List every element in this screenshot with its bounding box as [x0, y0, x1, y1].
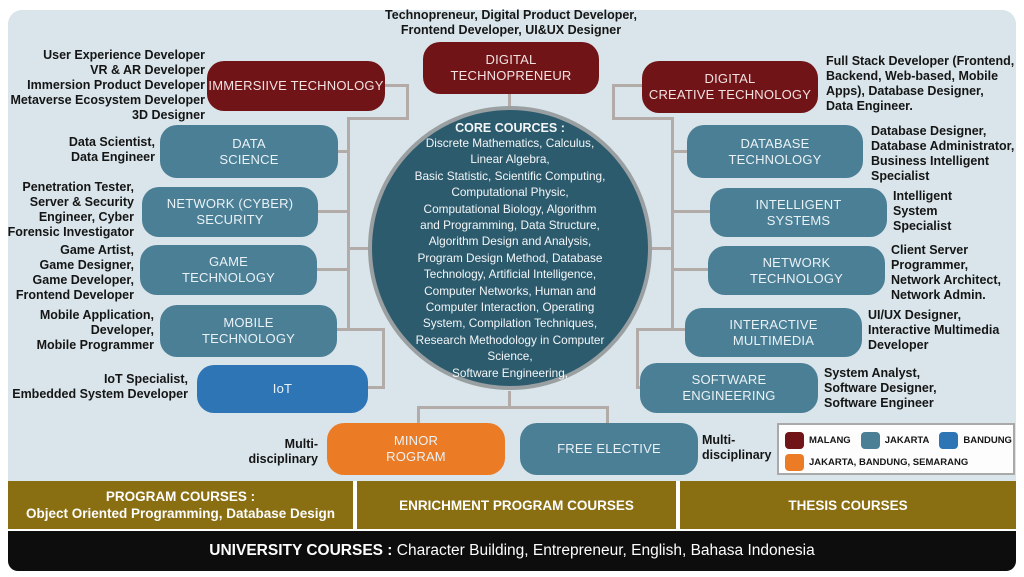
node-free-elective: FREE ELECTIVE [520, 423, 698, 475]
roles-network-cyber-security: Penetration Tester, Server & Security En… [7, 180, 134, 239]
campus-legend: MALANG JAKARTA BANDUNG JAKARTA, BANDUNG,… [777, 423, 1015, 475]
node-iot: IoT [197, 365, 368, 413]
node-software-engineering: SOFTWARE ENGINEERING [640, 363, 818, 413]
connector-line [671, 150, 688, 153]
roles-intelligent-systems: Intelligent System Specialist [893, 189, 953, 233]
enrichment-program-courses-label: ENRICHMENT PROGRAM COURSES [399, 497, 634, 513]
connector-line [417, 406, 609, 409]
node-immersive-technology: IMMERSIIVE TECHNOLOGY [207, 61, 385, 111]
connector-line [671, 268, 709, 271]
connector-line [335, 328, 385, 331]
label-multidisciplinary-left: Multi- disciplinary [248, 437, 318, 466]
connector-line [382, 328, 385, 389]
roles-data-science: Data Scientist, Data Engineer [68, 135, 155, 164]
connector-line [347, 117, 350, 331]
university-courses-title: UNIVERSITY COURSES : [209, 542, 393, 559]
connector-line [336, 150, 350, 153]
university-courses-bar: UNIVERSITY COURSES : Character Building,… [8, 531, 1016, 571]
node-data-science: DATA SCIENCE [160, 125, 338, 178]
legend-swatch-jakarta-bandung-semarang [785, 453, 804, 471]
legend-item-jakarta: JAKARTA [860, 431, 930, 449]
roles-digital-creative-technology: Full Stack Developer (Frontend, Backend,… [826, 54, 1015, 113]
node-minor-program: MINOR ROGRAM [327, 423, 505, 475]
legend-label-malang: MALANG [809, 434, 851, 446]
connector-line [671, 210, 711, 213]
roles-game-technology: Game Artist, Game Designer, Game Develop… [15, 243, 134, 302]
legend-label-bandung: BANDUNG [963, 434, 1012, 446]
university-courses-body: Character Building, Entrepreneur, Englis… [396, 542, 815, 559]
connector-line [636, 328, 639, 389]
connector-line [636, 328, 686, 331]
legend-swatch-jakarta [860, 431, 880, 449]
node-network-technology: NETWORK TECHNOLOGY [708, 246, 885, 295]
connector-line [406, 84, 409, 120]
node-intelligent-systems: INTELLIGENT SYSTEMS [710, 188, 887, 237]
roles-digital-technopreneur: Technopreneur, Digital Product Developer… [385, 8, 637, 37]
connector-line [612, 84, 615, 120]
node-database-technology: DATABASE TECHNOLOGY [687, 125, 863, 178]
thesis-courses-bar: THESIS COURSES [680, 481, 1016, 529]
connector-line [316, 210, 350, 213]
connector-line [650, 247, 674, 250]
core-courses-list: Discrete Mathematics, Calculus, Linear A… [414, 136, 606, 380]
roles-iot: IoT Specialist, Embedded System Develope… [12, 372, 188, 401]
roles-software-engineering: System Analyst, Software Designer, Softw… [824, 366, 937, 410]
connector-line [417, 406, 420, 424]
program-courses-bar: PROGRAM COURSES : Object Oriented Progra… [8, 481, 353, 529]
connector-line [612, 84, 643, 87]
node-digital-technopreneur: DIGITAL TECHNOPRENEUR [423, 42, 599, 94]
thesis-courses-label: THESIS COURSES [788, 497, 908, 513]
connector-line [508, 94, 511, 110]
node-network-cyber-security: NETWORK (CYBER) SECURITY [142, 187, 318, 237]
legend-item-malang: MALANG [785, 431, 851, 449]
connector-line [612, 117, 674, 120]
roles-database-technology: Database Designer, Database Administrato… [871, 124, 1015, 183]
connector-line [366, 386, 384, 389]
connector-line [671, 117, 674, 331]
program-courses-title: PROGRAM COURSES : [105, 489, 256, 504]
connector-line [606, 406, 609, 424]
legend-swatch-bandung [939, 431, 959, 449]
legend-item-bandung: BANDUNG [939, 431, 1012, 449]
connector-line [315, 268, 350, 271]
legend-label-jakarta-bandung-semarang: JAKARTA, BANDUNG, SEMARANG [809, 456, 969, 468]
legend-label-jakarta: JAKARTA [884, 434, 930, 446]
program-courses-subtitle: Object Oriented Programming, Database De… [25, 506, 336, 521]
connector-line [347, 117, 409, 120]
connector-line [347, 247, 371, 250]
node-mobile-technology: MOBILE TECHNOLOGY [160, 305, 337, 357]
core-courses-title: CORE COURCES : [455, 121, 565, 135]
node-game-technology: GAME TECHNOLOGY [140, 245, 317, 295]
node-digital-creative-technology: DIGITAL CREATIVE TECHNOLOGY [642, 61, 818, 113]
legend-swatch-malang [785, 431, 804, 449]
core-courses-circle: CORE COURCES : Discrete Mathematics, Cal… [368, 106, 652, 390]
connector-line [383, 84, 409, 87]
roles-network-technology: Client Server Programmer, Network Archit… [891, 243, 1001, 302]
legend-item-jakarta-bandung-semarang: JAKARTA, BANDUNG, SEMARANG [785, 453, 969, 471]
connector-line [508, 391, 511, 408]
roles-immersive-technology: User Experience Developer VR & AR Develo… [10, 48, 205, 122]
label-multidisciplinary-right: Multi- disciplinary [702, 433, 772, 462]
roles-interactive-multimedia: UI/UX Designer, Interactive Multimedia D… [868, 308, 1000, 352]
enrichment-program-courses-bar: ENRICHMENT PROGRAM COURSES [357, 481, 676, 529]
roles-mobile-technology: Mobile Application, Developer, Mobile Pr… [36, 308, 154, 352]
node-interactive-multimedia: INTERACTIVE MULTIMEDIA [685, 308, 862, 357]
